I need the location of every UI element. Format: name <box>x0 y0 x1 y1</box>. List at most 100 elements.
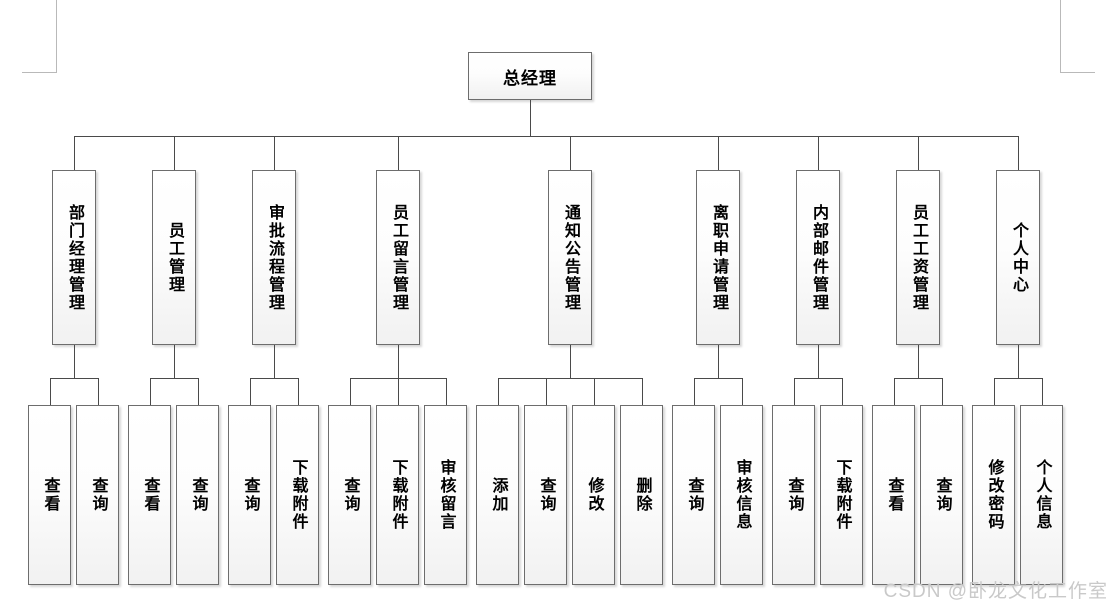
node-branch-7-label: 内部邮件管理 <box>810 203 827 312</box>
node-leaf-2-2[interactable]: 查询 <box>176 405 219 585</box>
node-branch-2-label: 员工管理 <box>166 221 183 294</box>
node-branch-6[interactable]: 离职申请管理 <box>696 170 740 345</box>
connector-branch-stem-4 <box>398 345 399 378</box>
connector-branch-bar-7 <box>793 378 842 379</box>
node-branch-1[interactable]: 部门经理管理 <box>52 170 96 345</box>
node-leaf-6-2-label: 审核信息 <box>733 459 751 531</box>
connector-branch-stem-3 <box>274 345 275 378</box>
node-leaf-3-2[interactable]: 下载附件 <box>276 405 319 585</box>
connector-leaf-drop-5-3 <box>593 378 595 405</box>
node-leaf-7-2[interactable]: 下载附件 <box>820 405 863 585</box>
node-leaf-4-1[interactable]: 查询 <box>328 405 371 585</box>
connector-branch-drop-2 <box>174 136 175 170</box>
node-leaf-6-2[interactable]: 审核信息 <box>720 405 763 585</box>
connector-trunk-bar <box>74 136 1018 137</box>
node-leaf-1-2[interactable]: 查询 <box>76 405 119 585</box>
node-leaf-5-4-label: 删除 <box>633 477 651 513</box>
node-leaf-4-2-label: 下载附件 <box>389 459 407 531</box>
node-leaf-5-4[interactable]: 删除 <box>620 405 663 585</box>
connector-leaf-drop-6-2 <box>741 378 743 405</box>
connector-leaf-drop-7-1 <box>793 378 795 405</box>
node-leaf-5-1[interactable]: 添加 <box>476 405 519 585</box>
node-leaf-5-2[interactable]: 查询 <box>524 405 567 585</box>
connector-branch-drop-8 <box>918 136 919 170</box>
page-margin-mark-top-right <box>1060 0 1095 73</box>
node-branch-7[interactable]: 内部邮件管理 <box>796 170 840 345</box>
connector-leaf-drop-5-1 <box>497 378 499 405</box>
page-margin-mark-top-left <box>22 0 57 73</box>
node-leaf-3-1-label: 查询 <box>241 477 259 513</box>
node-leaf-4-3[interactable]: 审核留言 <box>424 405 467 585</box>
connector-leaf-drop-4-1 <box>349 378 351 405</box>
node-branch-9-label: 个人中心 <box>1010 221 1027 294</box>
connector-leaf-drop-3-1 <box>249 378 251 405</box>
node-leaf-2-2-label: 查询 <box>189 477 207 513</box>
node-branch-4-label: 员工留言管理 <box>390 203 407 312</box>
connector-branch-bar-6 <box>693 378 742 379</box>
node-leaf-5-2-label: 查询 <box>537 477 555 513</box>
connector-leaf-drop-7-2 <box>841 378 843 405</box>
connector-branch-drop-1 <box>74 136 75 170</box>
connector-leaf-drop-1-1 <box>49 378 51 405</box>
node-root-general-manager[interactable]: 总经理 <box>468 52 592 100</box>
connector-branch-stem-8 <box>918 345 919 378</box>
node-leaf-8-2-label: 查询 <box>933 477 951 513</box>
node-leaf-9-2[interactable]: 个人信息 <box>1020 405 1063 585</box>
connector-leaf-drop-5-2 <box>545 378 547 405</box>
connector-branch-drop-3 <box>274 136 275 170</box>
node-leaf-8-1[interactable]: 查看 <box>872 405 915 585</box>
connector-leaf-drop-4-3 <box>445 378 447 405</box>
node-branch-3[interactable]: 审批流程管理 <box>252 170 296 345</box>
connector-leaf-drop-6-1 <box>693 378 695 405</box>
connector-branch-bar-3 <box>249 378 298 379</box>
connector-branch-stem-9 <box>1018 345 1019 378</box>
connector-leaf-drop-1-2 <box>97 378 99 405</box>
node-leaf-2-1-label: 查看 <box>141 477 159 513</box>
connector-leaf-drop-8-2 <box>941 378 943 405</box>
node-leaf-5-3-label: 修改 <box>585 477 603 513</box>
node-leaf-6-1[interactable]: 查询 <box>672 405 715 585</box>
node-leaf-5-1-label: 添加 <box>489 477 507 513</box>
connector-branch-drop-9 <box>1018 136 1019 170</box>
node-branch-8[interactable]: 员工工资管理 <box>896 170 940 345</box>
node-leaf-9-2-label: 个人信息 <box>1033 459 1051 531</box>
node-branch-5-label: 通知公告管理 <box>562 203 579 312</box>
connector-leaf-drop-3-2 <box>297 378 299 405</box>
node-branch-1-label: 部门经理管理 <box>66 203 83 312</box>
connector-branch-bar-5 <box>497 378 642 379</box>
node-leaf-9-1[interactable]: 修改密码 <box>972 405 1015 585</box>
node-branch-2[interactable]: 员工管理 <box>152 170 196 345</box>
connector-leaf-drop-5-4 <box>641 378 643 405</box>
connector-root-stem <box>530 100 531 136</box>
node-leaf-2-1[interactable]: 查看 <box>128 405 171 585</box>
connector-branch-bar-8 <box>893 378 942 379</box>
node-leaf-4-2[interactable]: 下载附件 <box>376 405 419 585</box>
connector-branch-drop-4 <box>398 136 399 170</box>
node-branch-5[interactable]: 通知公告管理 <box>548 170 592 345</box>
connector-leaf-drop-9-2 <box>1041 378 1043 405</box>
node-leaf-3-1[interactable]: 查询 <box>228 405 271 585</box>
node-leaf-7-1[interactable]: 查询 <box>772 405 815 585</box>
node-branch-9[interactable]: 个人中心 <box>996 170 1040 345</box>
connector-branch-stem-5 <box>570 345 571 378</box>
node-leaf-7-1-label: 查询 <box>785 477 803 513</box>
connector-branch-stem-7 <box>818 345 819 378</box>
node-leaf-7-2-label: 下载附件 <box>833 459 851 531</box>
node-leaf-9-1-label: 修改密码 <box>985 459 1003 531</box>
connector-leaf-drop-2-2 <box>197 378 199 405</box>
connector-branch-drop-7 <box>818 136 819 170</box>
connector-branch-stem-1 <box>74 345 75 378</box>
node-leaf-1-1[interactable]: 查看 <box>28 405 71 585</box>
connector-branch-drop-5 <box>570 136 571 170</box>
node-leaf-8-1-label: 查看 <box>885 477 903 513</box>
node-leaf-1-2-label: 查询 <box>89 477 107 513</box>
connector-branch-drop-6 <box>718 136 719 170</box>
node-leaf-8-2[interactable]: 查询 <box>920 405 963 585</box>
connector-branch-bar-1 <box>49 378 98 379</box>
node-leaf-5-3[interactable]: 修改 <box>572 405 615 585</box>
node-leaf-6-1-label: 查询 <box>685 477 703 513</box>
connector-leaf-drop-4-2 <box>397 378 399 405</box>
node-leaf-4-3-label: 审核留言 <box>437 459 455 531</box>
node-branch-4[interactable]: 员工留言管理 <box>376 170 420 345</box>
